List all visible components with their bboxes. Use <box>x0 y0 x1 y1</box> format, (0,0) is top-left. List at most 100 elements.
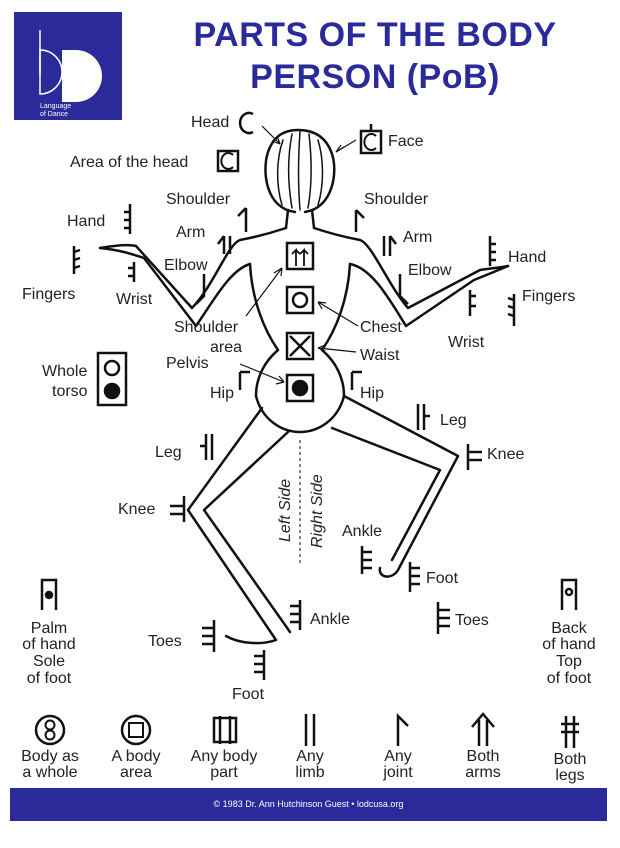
label-elbow-right: Elbow <box>408 262 452 279</box>
toes-right-symbol <box>436 602 450 634</box>
label-foot-right: Foot <box>426 570 459 587</box>
label-leg-left: Leg <box>155 444 182 461</box>
label-fingers-right: Fingers <box>522 288 575 305</box>
hand-left-symbol <box>124 204 132 234</box>
label-elbow-left: Elbow <box>164 257 208 274</box>
legend-label-5a: Any <box>384 748 412 765</box>
label-ankle-left: Ankle <box>310 611 350 628</box>
label-palm-1: Palm <box>31 620 67 637</box>
legend-label-1a: Body as <box>21 748 79 765</box>
logo-caption-2: of Dance <box>40 111 68 118</box>
shoulder-left-symbol <box>237 207 248 232</box>
label-back-3: Top <box>556 653 582 670</box>
shoulder-area-symbol <box>285 241 315 271</box>
language-of-dance-logo: Language of Dance <box>14 12 122 120</box>
wrist-left-symbol <box>128 262 136 282</box>
whole-torso-symbol <box>96 351 128 407</box>
label-shoulder-right: Shoulder <box>364 191 429 208</box>
label-head: Head <box>191 114 229 131</box>
label-whole-torso-2: torso <box>52 383 88 400</box>
logo-caption-1: Language <box>40 103 71 110</box>
palm-symbol <box>40 578 58 610</box>
label-back-1: Back <box>551 620 588 637</box>
label-palm-3: Sole <box>33 653 65 670</box>
label-left-side: Left Side <box>277 479 294 542</box>
label-shoulder-area-2: area <box>210 339 242 356</box>
legend-row <box>34 712 579 748</box>
head-symbol <box>238 111 254 135</box>
label-fingers-left: Fingers <box>22 286 75 303</box>
legend-label-3b: part <box>210 764 238 781</box>
legend-label-6a: Both <box>467 748 500 765</box>
hand-surface-symbols <box>40 578 578 610</box>
head-symbols <box>216 111 383 173</box>
limb-symbols <box>72 204 516 680</box>
legend-label-6b: arms <box>465 764 501 781</box>
label-palm-2: of hand <box>22 636 75 653</box>
hip-left-symbol <box>238 370 250 390</box>
page-title-line-2: PERSON (PoB) <box>250 58 500 96</box>
arm-right-symbol <box>382 235 397 256</box>
label-arrows <box>239 125 359 385</box>
fingers-left-symbol <box>72 246 81 274</box>
legend-body-area-icon <box>120 714 152 746</box>
label-knee-right: Knee <box>487 446 524 463</box>
legend-any-limb-icon <box>304 714 316 746</box>
arm-left-symbol <box>217 235 232 254</box>
page-title-line-1: PARTS OF THE BODY <box>193 16 557 54</box>
hand-surface-labels: Palm of hand Sole of foot Back of hand T… <box>22 620 595 687</box>
footer-bar: © 1983 Dr. Ann Hutchinson Guest • lodcus… <box>10 788 607 821</box>
label-wrist-right: Wrist <box>448 334 485 351</box>
legend-both-legs-icon <box>561 716 579 748</box>
label-chest: Chest <box>360 319 402 336</box>
elbow-left-symbol <box>195 274 206 305</box>
label-hand-left: Hand <box>67 213 105 230</box>
toes-left-symbol <box>202 620 216 652</box>
legend-label-7a: Both <box>554 751 587 768</box>
chest-symbol <box>285 285 315 315</box>
label-whole-torso-1: Whole <box>42 363 87 380</box>
label-right-side: Right Side <box>309 474 326 548</box>
label-toes-right: Toes <box>455 612 489 629</box>
knee-right-symbol <box>466 444 482 470</box>
legend-label-4a: Any <box>296 748 324 765</box>
leg-right-symbol <box>416 404 430 430</box>
label-arm-left: Arm <box>176 224 205 241</box>
label-knee-left: Knee <box>118 501 155 518</box>
label-hand-right: Hand <box>508 249 546 266</box>
waist-symbol <box>285 331 315 361</box>
label-leg-right: Leg <box>440 412 467 429</box>
label-face: Face <box>388 133 424 150</box>
label-foot-left: Foot <box>232 686 265 703</box>
body-labels: Head Face Area of the head Shoulder Shou… <box>22 114 575 703</box>
hip-right-symbol <box>350 370 362 390</box>
lod-logo-mark: Language of Dance <box>39 30 102 118</box>
legend-label-2b: area <box>120 764 152 781</box>
label-palm-4: of foot <box>27 670 72 687</box>
legend-label-7b: legs <box>555 767 584 784</box>
label-ankle-right: Ankle <box>342 523 382 540</box>
legend-labels: Body as a whole A body area Any body par… <box>21 748 586 784</box>
shoulder-right-symbol <box>354 209 365 232</box>
label-back-4: of foot <box>547 670 592 687</box>
foot-right-symbol <box>408 562 420 592</box>
leg-left-symbol <box>200 434 214 460</box>
legend-label-3a: Any body <box>191 748 258 765</box>
foot-left-symbol <box>254 650 266 680</box>
label-area-of-head: Area of the head <box>70 154 188 171</box>
ankle-right-symbol <box>360 546 372 574</box>
pelvis-symbol <box>285 373 315 403</box>
fingers-right-symbol <box>507 294 516 326</box>
legend-label-4b: limb <box>295 764 324 781</box>
legend-any-joint-icon <box>396 712 409 746</box>
elbow-right-symbol <box>398 274 409 305</box>
knee-left-symbol <box>170 496 186 522</box>
wrist-right-symbol <box>468 290 476 316</box>
footer-copyright: © 1983 Dr. Ann Hutchinson Guest • lodcus… <box>213 799 404 809</box>
ankle-left-symbol <box>290 600 302 630</box>
label-pelvis: Pelvis <box>166 355 209 372</box>
body-outline <box>98 128 510 645</box>
torso-symbols <box>96 241 315 407</box>
label-arm-right: Arm <box>403 229 432 246</box>
label-wrist-left: Wrist <box>116 291 153 308</box>
